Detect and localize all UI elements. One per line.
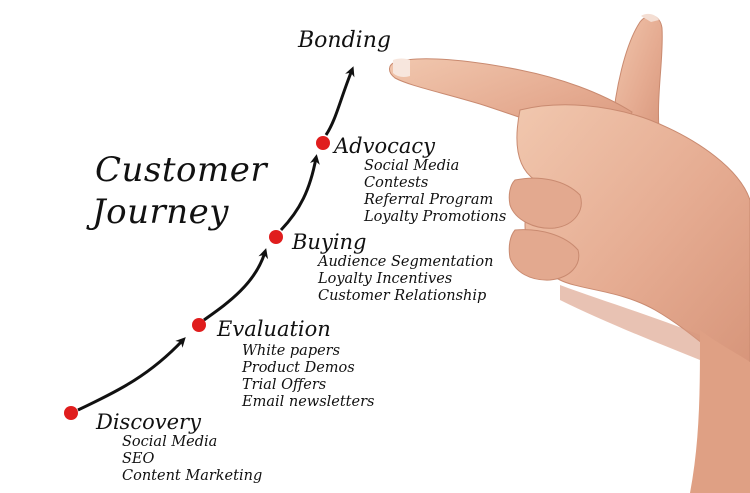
stage-evaluation-title: Evaluation xyxy=(217,317,331,341)
stage-evaluation-item: Trial Offers xyxy=(242,377,327,393)
top-label: Bonding xyxy=(298,28,391,53)
buying-dot xyxy=(269,230,283,244)
stage-evaluation-item: Email newsletters xyxy=(242,394,375,410)
stage-advocacy-title: Advocacy xyxy=(334,134,436,158)
stage-buying-item: Audience Segmentation xyxy=(318,254,494,270)
arrow-buying-advocacy xyxy=(279,154,320,232)
stage-buying-item: Loyalty Incentives xyxy=(318,271,453,287)
stage-discovery-item: Content Marketing xyxy=(122,468,263,484)
stage-advocacy-item: Social Media xyxy=(364,158,460,174)
arrow-advocacy-bonding xyxy=(324,66,355,136)
title-line-2: Journey xyxy=(92,192,229,232)
arrow-discovery-evaluation xyxy=(77,337,186,412)
title-line-1: Customer xyxy=(95,150,268,190)
stage-advocacy-item: Referral Program xyxy=(364,192,494,208)
stage-advocacy-item: Contests xyxy=(364,175,429,191)
stage-buying-item: Customer Relationship xyxy=(318,288,487,304)
stage-discovery-title: Discovery xyxy=(96,410,201,434)
evaluation-dot xyxy=(192,318,206,332)
stage-buying-title: Buying xyxy=(292,230,367,254)
stage-evaluation-item: Product Demos xyxy=(242,360,355,376)
stage-discovery-item: SEO xyxy=(122,451,155,467)
stage-advocacy-item: Loyalty Promotions xyxy=(364,209,507,225)
arrow-evaluation-buying xyxy=(203,248,269,322)
stage-discovery-item: Social Media xyxy=(122,434,218,450)
advocacy-dot xyxy=(316,136,330,150)
discovery-dot xyxy=(64,406,78,420)
stage-evaluation-item: White papers xyxy=(242,343,341,359)
